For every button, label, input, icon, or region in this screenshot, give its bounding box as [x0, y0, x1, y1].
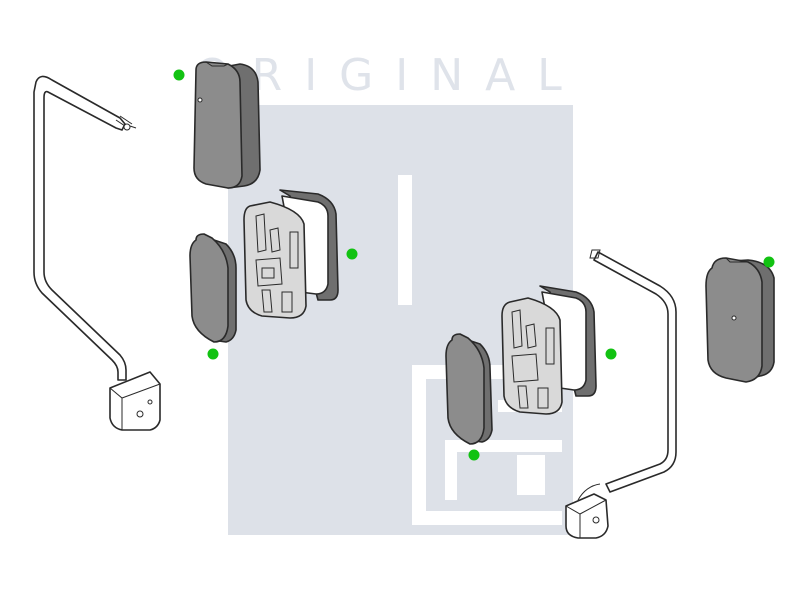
right-housing-marker-icon[interactable] [605, 348, 617, 360]
left-glass-marker-icon[interactable] [207, 348, 219, 360]
left-mount-bracket [109, 371, 161, 431]
left-mirror-housing [243, 189, 339, 319]
right-mirror-cover [705, 257, 775, 383]
left-cover-marker-icon[interactable] [173, 69, 185, 81]
right-mirror-housing [501, 285, 597, 415]
left-housing-marker-icon[interactable] [346, 248, 358, 260]
right-glass-marker-icon[interactable] [468, 449, 480, 461]
part-markers [173, 69, 775, 461]
right-cover-marker-icon[interactable] [763, 256, 775, 268]
right-mirror-glass [445, 333, 493, 445]
left-mirror-glass [189, 233, 237, 343]
right-mirror-arm [589, 249, 677, 493]
left-mirror-cover [193, 61, 261, 189]
right-mount-bracket [565, 483, 609, 539]
left-mirror-arm [33, 75, 137, 381]
